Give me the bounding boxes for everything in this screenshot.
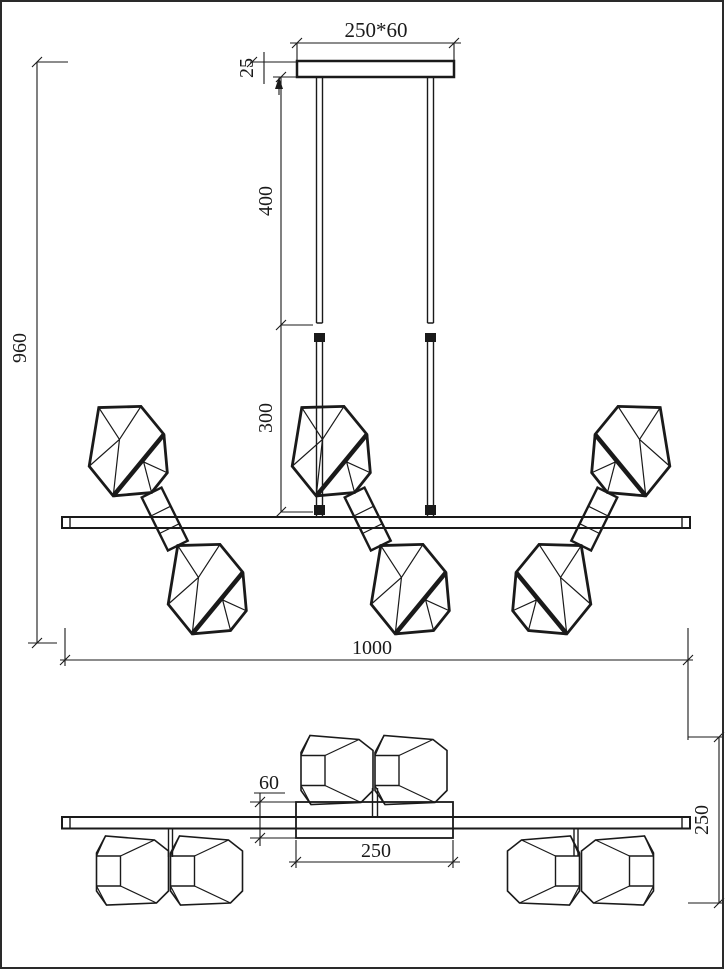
rod-connector [425, 333, 436, 342]
front-elevation-view: 250*60 25 400 300 960 1000 [9, 18, 694, 740]
dim-lower-rod-label: 300 [255, 403, 277, 433]
rod-connector [425, 505, 436, 515]
dim-overall-height: 960 [9, 56, 68, 649]
right-suspension-rod [425, 77, 436, 517]
fixture-bar-plan [61, 816, 691, 830]
dim-plate-width: 250 [289, 840, 460, 868]
dim-overall-height-label: 960 [9, 333, 31, 363]
dim-overall-depth-label: 250 [691, 805, 713, 835]
plan-pair-right [508, 836, 654, 905]
dim-plate-depth-label: 60 [259, 772, 279, 794]
dim-canopy-thickness-label: 25 [236, 58, 258, 78]
canopy-plate [295, 59, 456, 79]
gem-pair-middle [268, 386, 469, 651]
gem-pair-right [493, 386, 694, 651]
dim-bar-length: 1000 [59, 628, 694, 740]
dim-canopy-size: 250*60 [290, 18, 461, 60]
rod-connector [314, 333, 325, 342]
dim-plate-depth: 60 [250, 772, 298, 846]
dim-bar-length-label: 1000 [352, 637, 392, 659]
canopy-plate-plan [295, 801, 454, 839]
plan-pair-middle [301, 736, 447, 805]
dim-canopy-size-label: 250*60 [345, 18, 408, 42]
bottom-plan-view: 60 250 250 [61, 731, 725, 909]
fixture-bar-front [61, 516, 691, 529]
dim-canopy-thickness: 25 [236, 52, 297, 95]
rod-connector [314, 505, 325, 515]
dim-plate-width-label: 250 [361, 840, 391, 862]
dim-upper-rod: 400 [255, 71, 313, 518]
plan-pair-left [97, 836, 243, 905]
gem-pair-left [65, 386, 266, 651]
dim-upper-rod-label: 400 [255, 186, 277, 216]
dim-overall-depth: 250 [688, 731, 725, 909]
dim-lower-rod: 300 [255, 403, 277, 433]
left-suspension-rod [314, 77, 325, 517]
